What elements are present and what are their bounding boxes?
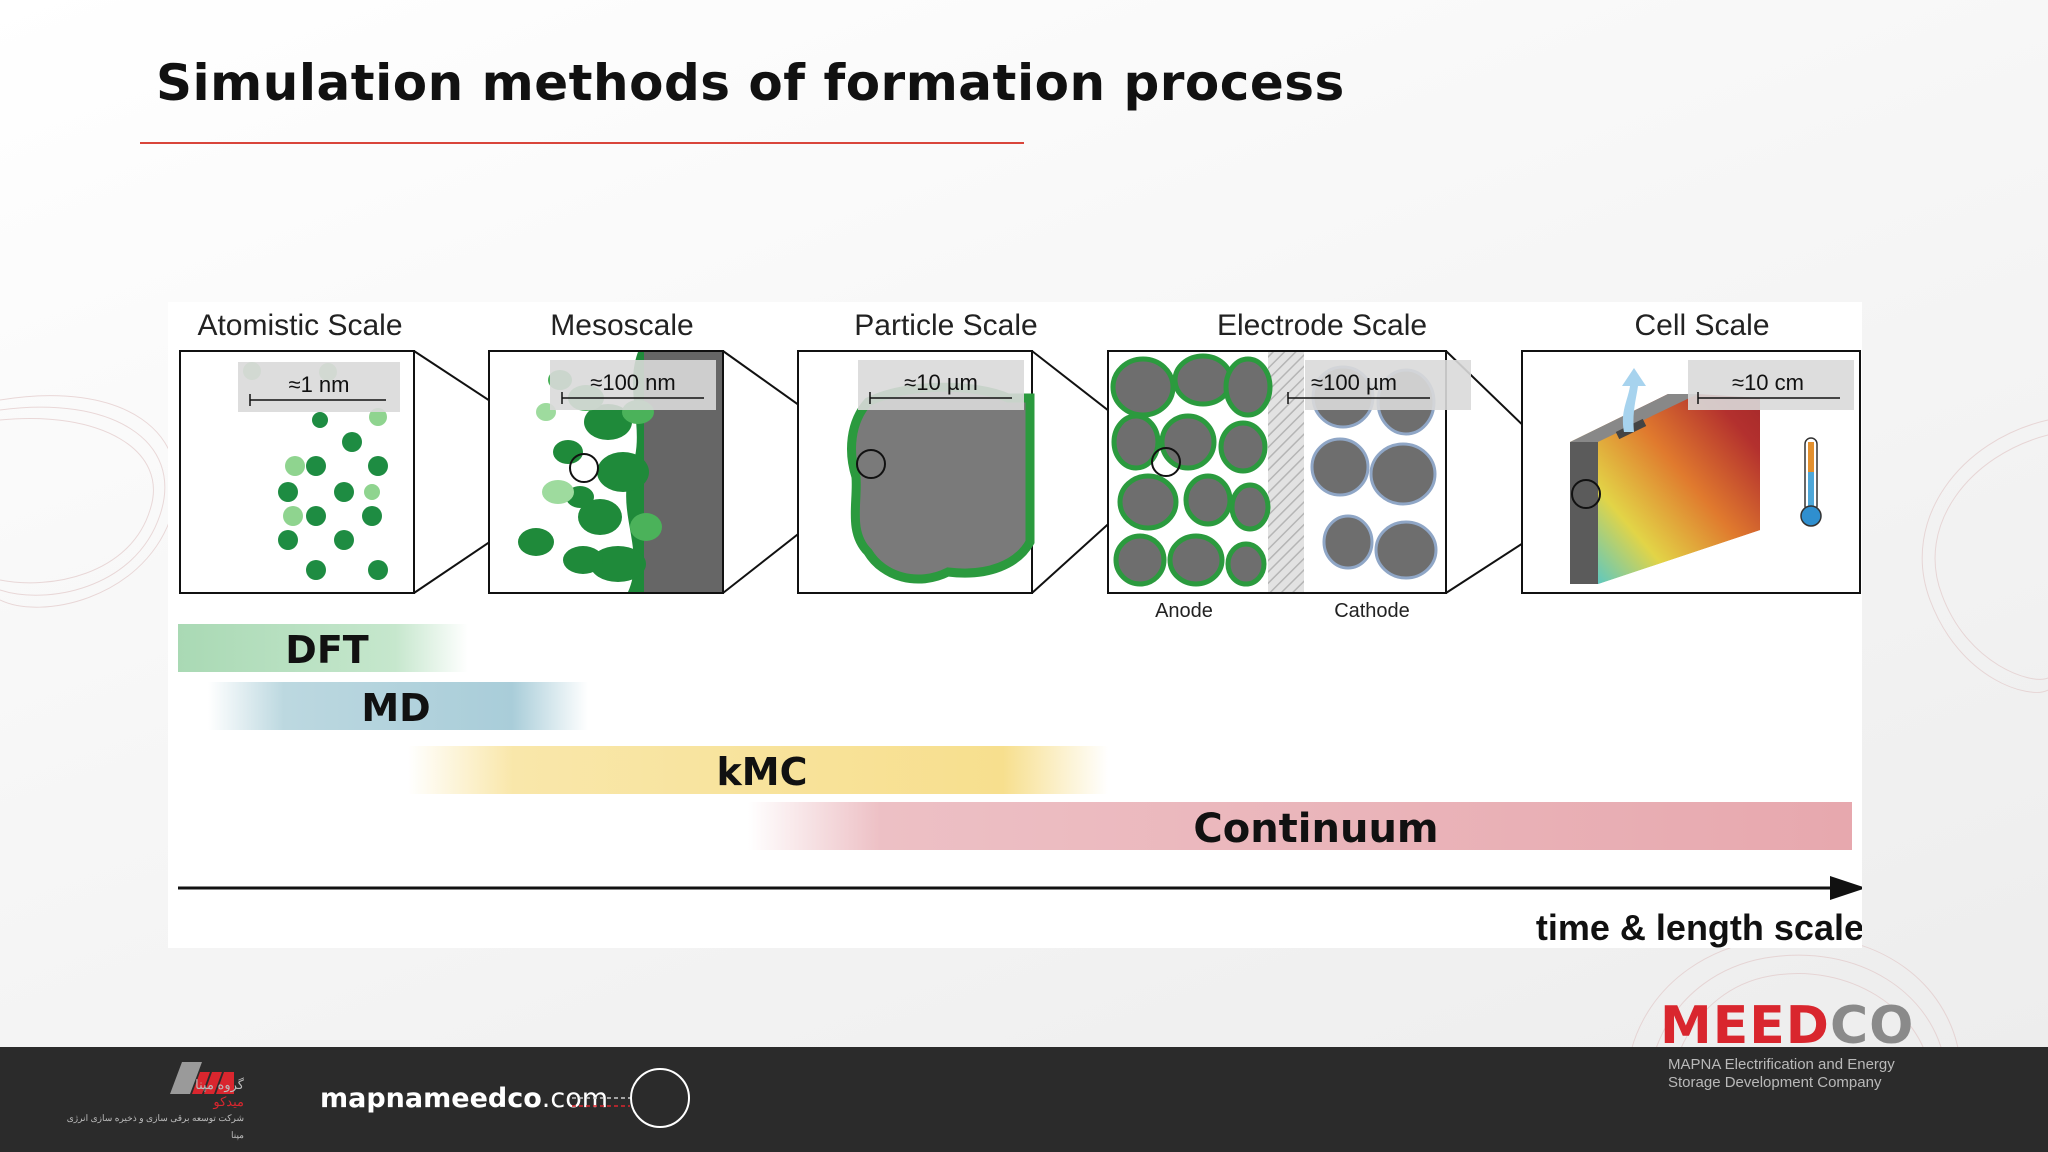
multiscale-figure: Atomistic Scale Mesoscale Particle Scale… [168,302,1866,948]
persian-logo-text: گروه مپنا میدکو شرکت توسعه برقی سازی و ذ… [64,1076,244,1144]
dft-label: DFT [285,628,369,672]
title-underline [140,142,1024,144]
website-name: mapnameedco [320,1083,542,1114]
electrode-scalebar-label: ≈100 µm [1311,370,1397,395]
cathode-label: Cathode [1334,600,1410,622]
atomistic-panel: ≈1 nm [179,350,415,594]
brand-subtitle: MAPNA Electrification and Energy Storage… [1668,1056,1928,1092]
thermometer-icon [1800,437,1822,527]
persian-logo-line2: میدکو [213,1094,244,1109]
atomistic-scale-title: Atomistic Scale [197,309,402,342]
particle-scalebar-label: ≈10 µm [904,370,978,395]
mapna-group-logo [62,1058,252,1123]
axis-label: time & length scale [1536,907,1862,948]
anode-label: Anode [1155,600,1213,622]
mesoscale-panel: ≈100 nm [488,350,724,594]
dft-band [178,624,468,672]
cell-scalebar-label: ≈10 cm [1732,370,1804,395]
continuum-label: Continuum [1193,806,1438,852]
md-band [208,682,588,730]
mesoscale-scalebar-label: ≈100 nm [590,370,675,395]
persian-logo-line3: شرکت توسعه برقی سازی و ذخیره سازی انرژی … [66,1113,244,1140]
brand-subtitle-line1: MAPNA Electrification and Energy [1668,1056,1895,1073]
continuum-band [748,802,1852,850]
md-label: MD [361,686,430,730]
axis-arrowhead [1830,876,1866,900]
particle-panel: ≈10 µm [797,350,1035,594]
atomistic-scalebar-label: ≈1 nm [289,372,350,397]
footer-circle-decoration [572,1068,690,1128]
brand-word-main: MEED [1660,996,1830,1056]
electrode-panel: ≈100 µm Anode Cathode [1107,350,1471,622]
slide-title: Simulation methods of formation process [156,54,1345,112]
electrode-scale-title: Electrode Scale [1217,309,1427,342]
mesoscale-title: Mesoscale [550,309,693,342]
meedco-logo: MEEDCO [1660,996,1914,1056]
kmc-label: kMC [717,750,808,794]
brand-subtitle-line2: Storage Development Company [1668,1074,1882,1091]
persian-logo-line1: گروه مپنا [195,1077,244,1092]
footer-bar [0,1047,2048,1152]
brand-word-tail: CO [1829,996,1915,1056]
kmc-band [408,746,1108,794]
multiscale-diagram: Atomistic Scale Mesoscale Particle Scale… [178,309,1866,948]
cell-scale-title: Cell Scale [1634,309,1769,342]
particle-scale-title: Particle Scale [854,309,1037,342]
cell-panel: ≈10 cm [1521,350,1861,594]
website-link[interactable]: mapnameedco.com [320,1083,608,1114]
